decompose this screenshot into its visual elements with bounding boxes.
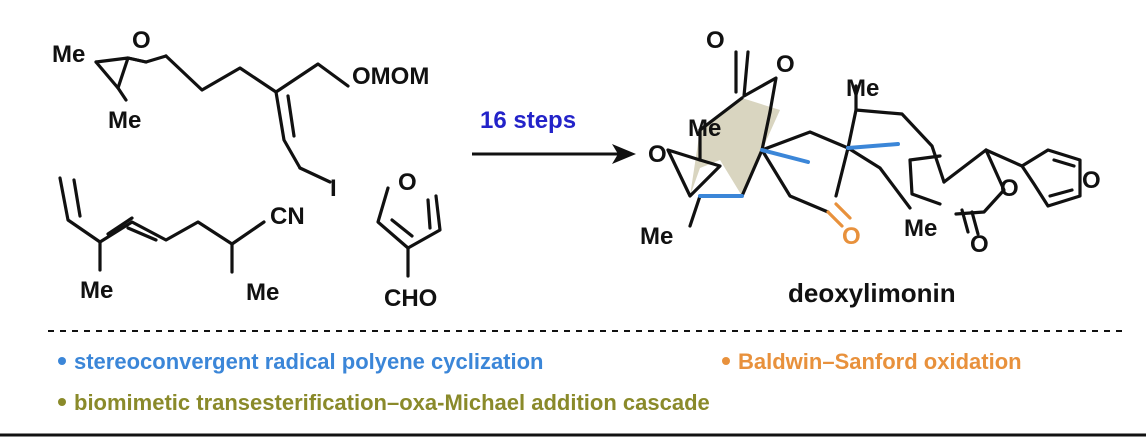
ketone-o-label: O xyxy=(842,223,861,250)
shaded-ring xyxy=(690,98,780,196)
me-label: Me xyxy=(904,215,937,242)
o-label: O xyxy=(776,51,795,78)
me-label: Me xyxy=(688,115,721,142)
me-label: Me xyxy=(846,75,879,102)
o-label: O xyxy=(970,231,989,258)
bullet-dot xyxy=(58,357,66,365)
iodine-label: I xyxy=(330,175,337,202)
reaction-arrow: 16 steps xyxy=(472,107,636,164)
o-label: O xyxy=(398,169,417,196)
o-label: O xyxy=(1082,167,1101,194)
me-label: Me xyxy=(108,107,141,134)
caption-text: Baldwin–Sanford oxidation xyxy=(738,349,1022,374)
cn-label: CN xyxy=(270,203,305,230)
caption-text: biomimetic transesterification–oxa-Micha… xyxy=(74,390,710,415)
me-label: Me xyxy=(80,277,113,304)
blue-bond xyxy=(760,148,810,164)
starting-material-epoxide: Me O Me OMOM I xyxy=(52,27,429,202)
steps-label: 16 steps xyxy=(480,107,576,134)
orange-bond xyxy=(826,210,844,228)
starting-material-nitrile: Me Me CN xyxy=(58,176,305,306)
me-label: Me xyxy=(246,279,279,306)
me-label: Me xyxy=(52,41,85,68)
o-label: O xyxy=(1000,175,1019,202)
bullet-dot xyxy=(58,398,66,406)
o-label: O xyxy=(648,141,667,168)
product-structure: O O Me O Me Me O Me O O O deoxylimonin xyxy=(640,27,1101,308)
caption-3: biomimetic transesterification–oxa-Micha… xyxy=(58,390,710,415)
caption-text: stereoconvergent radical polyene cycliza… xyxy=(74,349,544,374)
caption-2: Baldwin–Sanford oxidation xyxy=(722,349,1022,374)
me-label: Me xyxy=(640,223,673,250)
omom-label: OMOM xyxy=(352,63,429,90)
bullet-dot xyxy=(722,357,730,365)
caption-1: stereoconvergent radical polyene cycliza… xyxy=(58,349,544,374)
starting-material-furaldehyde: O CHO xyxy=(376,169,442,312)
o-label: O xyxy=(132,27,151,54)
blue-bond xyxy=(846,142,900,150)
orange-bond xyxy=(834,202,852,220)
cho-label: CHO xyxy=(384,285,437,312)
o-label: O xyxy=(706,27,725,54)
product-name: deoxylimonin xyxy=(788,278,956,308)
